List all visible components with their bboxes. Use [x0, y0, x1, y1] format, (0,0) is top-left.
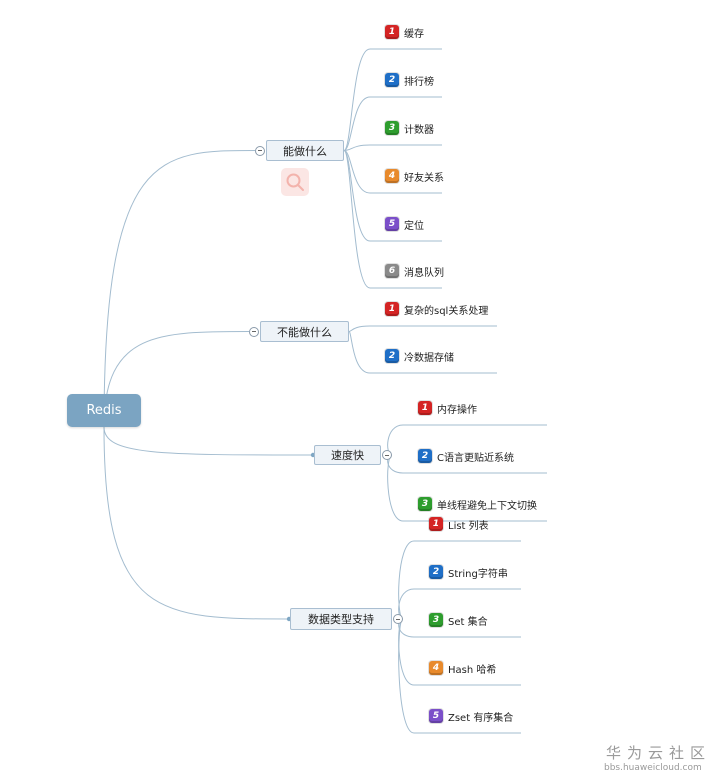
leaf-link	[343, 96, 442, 151]
priority-badge-icon: 4	[385, 169, 399, 183]
priority-badge-icon: 3	[429, 613, 443, 627]
priority-badge-icon: 1	[418, 401, 432, 415]
root-link	[103, 426, 315, 456]
priority-badge-icon: 1	[385, 302, 399, 316]
branch-label: 数据类型支持	[308, 613, 374, 626]
leaf-item[interactable]: 2 C语言更贴近系统	[418, 446, 514, 466]
leaf-item[interactable]: 1 List 列表	[429, 514, 489, 534]
priority-badge-icon: 2	[429, 565, 443, 579]
root-link	[103, 426, 291, 620]
leaf-item[interactable]: 5 Zset 有序集合	[429, 706, 513, 726]
leaf-link	[343, 144, 442, 151]
leaf-item[interactable]: 4 Hash 哈希	[429, 658, 496, 678]
leaf-label: 复杂的sql关系处理	[404, 305, 489, 317]
collapse-toggle-icon[interactable]	[255, 145, 265, 156]
leaf-label: String字符串	[448, 568, 508, 580]
priority-badge-icon: 2	[418, 449, 432, 463]
root-link	[103, 150, 256, 428]
branch-node[interactable]: 速度快	[314, 445, 381, 465]
collapse-toggle-icon[interactable]	[249, 326, 259, 337]
leaf-link	[343, 150, 442, 289]
leaf-item[interactable]: 3 单线程避免上下文切换	[418, 494, 537, 514]
search-icon	[281, 168, 309, 196]
watermark-title: 华为云社区	[606, 744, 712, 762]
priority-badge-icon: 5	[429, 709, 443, 723]
leaf-link	[343, 150, 442, 194]
leaf-item[interactable]: 3 Set 集合	[429, 610, 488, 630]
branch-label: 能做什么	[283, 144, 327, 158]
priority-badge-icon: 3	[385, 121, 399, 135]
leaf-label: C语言更贴近系统	[437, 452, 514, 464]
leaf-item[interactable]: 1 复杂的sql关系处理	[385, 299, 488, 319]
leaf-item[interactable]: 5 定位	[385, 214, 424, 234]
leaf-label: 缓存	[404, 28, 424, 40]
leaf-item[interactable]: 4 好友关系	[385, 166, 444, 186]
leaf-label: 单线程避免上下文切换	[437, 500, 537, 512]
root-node-label: Redis	[86, 403, 122, 418]
priority-badge-icon: 1	[429, 517, 443, 531]
collapse-toggle-icon[interactable]	[393, 614, 403, 624]
leaf-item[interactable]: 2 排行榜	[385, 70, 434, 90]
leaf-label: Zset 有序集合	[448, 712, 514, 724]
leaf-label: Hash 哈希	[448, 664, 497, 676]
leaf-link	[343, 48, 442, 151]
priority-badge-icon: 1	[385, 25, 399, 39]
leaf-label: 好友关系	[404, 172, 444, 184]
leaf-label: 冷数据存储	[404, 352, 454, 364]
leaf-label: Set 集合	[448, 616, 488, 628]
leaf-label: 内存操作	[437, 404, 477, 416]
leaf-link	[348, 331, 497, 374]
leaf-item[interactable]: 2 冷数据存储	[385, 346, 454, 366]
leaf-label: 定位	[404, 220, 424, 232]
leaf-item[interactable]: 2 String字符串	[429, 562, 508, 582]
leaf-link	[348, 325, 497, 332]
branch-node[interactable]: 数据类型支持	[290, 608, 392, 630]
leaf-label: 排行榜	[404, 76, 434, 88]
leaf-item[interactable]: 3 计数器	[385, 118, 434, 138]
branch-node[interactable]: 能做什么	[266, 140, 344, 161]
priority-badge-icon: 6	[385, 264, 399, 278]
branch-label: 速度快	[331, 449, 364, 462]
priority-badge-icon: 2	[385, 73, 399, 87]
leaf-label: 计数器	[404, 124, 434, 136]
priority-badge-icon: 5	[385, 217, 399, 231]
priority-badge-icon: 2	[385, 349, 399, 363]
priority-badge-icon: 4	[429, 661, 443, 675]
watermark-url: bbs.huaweicloud.com	[604, 763, 702, 773]
collapse-toggle-icon[interactable]	[382, 450, 392, 460]
priority-badge-icon: 3	[418, 497, 432, 511]
leaf-item[interactable]: 1 缓存	[385, 22, 424, 42]
branch-label: 不能做什么	[277, 325, 332, 339]
leaf-item[interactable]: 6 消息队列	[385, 261, 444, 281]
leaf-item[interactable]: 1 内存操作	[418, 398, 477, 418]
leaf-label: List 列表	[448, 520, 489, 532]
branch-node[interactable]: 不能做什么	[260, 321, 349, 342]
root-node-redis[interactable]: Redis	[67, 394, 141, 427]
leaf-label: 消息队列	[404, 267, 444, 279]
